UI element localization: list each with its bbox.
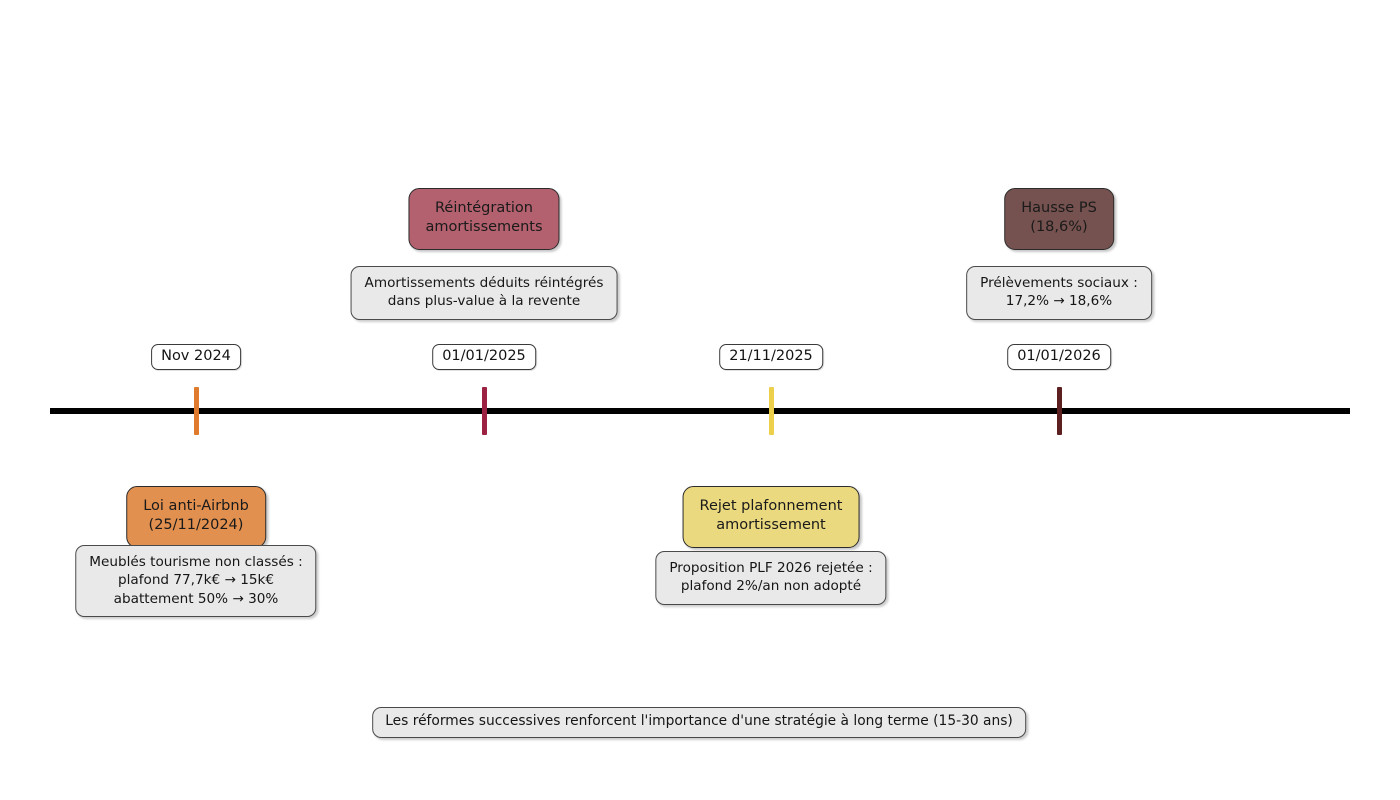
detail-box-reintegration-amortissements: Amortissements déduits réintégrés dans p… bbox=[350, 266, 618, 320]
timeline-axis bbox=[50, 408, 1350, 414]
detail-line-2: dans plus-value à la revente bbox=[387, 293, 581, 310]
detail-line-1: Prélèvements sociaux : bbox=[980, 275, 1138, 291]
timeline-tick-21-11-2025 bbox=[768, 387, 774, 435]
detail-box-loi-anti-airbnb: Meublés tourisme non classés : plafond 7… bbox=[75, 545, 317, 618]
event-box-rejet-plafonnement-amortissement[interactable]: Rejet plafonnement amortissement bbox=[682, 486, 860, 548]
detail-box-hausse-ps: Prélèvements sociaux : 17,2% → 18,6% bbox=[966, 266, 1152, 320]
event-line-2: (25/11/2024) bbox=[148, 517, 244, 534]
detail-line-1: Amortissements déduits réintégrés bbox=[364, 275, 604, 291]
timeline-tick-01-01-2026 bbox=[1056, 387, 1062, 435]
event-line-2: (18,6%) bbox=[1030, 219, 1088, 236]
event-line-1: Loi anti-Airbnb bbox=[143, 498, 249, 514]
detail-box-rejet-plafonnement-amortissement: Proposition PLF 2026 rejetée : plafond 2… bbox=[655, 551, 887, 605]
event-line-2: amortissements bbox=[425, 219, 543, 236]
event-box-loi-anti-airbnb[interactable]: Loi anti-Airbnb (25/11/2024) bbox=[126, 486, 266, 548]
event-line-1: Rejet plafonnement bbox=[699, 498, 843, 514]
detail-line-3: abattement 50% → 30% bbox=[113, 590, 279, 607]
detail-line-2: 17,2% → 18,6% bbox=[1005, 293, 1113, 310]
detail-line-1: Meublés tourisme non classés : bbox=[89, 554, 303, 570]
date-label-01-01-2026[interactable]: 01/01/2026 bbox=[1007, 344, 1111, 371]
detail-line-2: plafond 2%/an non adopté bbox=[680, 578, 862, 595]
detail-line-2: plafond 77,7k€ → 15k€ bbox=[117, 572, 275, 589]
timeline-tick-nov-2024 bbox=[193, 387, 199, 435]
detail-line-1: Proposition PLF 2026 rejetée : bbox=[669, 560, 873, 576]
event-line-2: amortissement bbox=[716, 517, 826, 534]
summary-caption: Les réformes successives renforcent l'im… bbox=[372, 707, 1026, 738]
date-label-21-11-2025[interactable]: 21/11/2025 bbox=[719, 344, 823, 371]
timeline-tick-01-01-2025 bbox=[481, 387, 487, 435]
event-box-hausse-ps[interactable]: Hausse PS (18,6%) bbox=[1004, 188, 1114, 250]
event-line-1: Hausse PS bbox=[1021, 200, 1097, 216]
event-box-reintegration-amortissements[interactable]: Réintégration amortissements bbox=[408, 188, 560, 250]
event-line-1: Réintégration bbox=[435, 200, 533, 216]
date-label-01-01-2025[interactable]: 01/01/2025 bbox=[432, 344, 536, 371]
date-label-nov-2024[interactable]: Nov 2024 bbox=[151, 344, 241, 371]
